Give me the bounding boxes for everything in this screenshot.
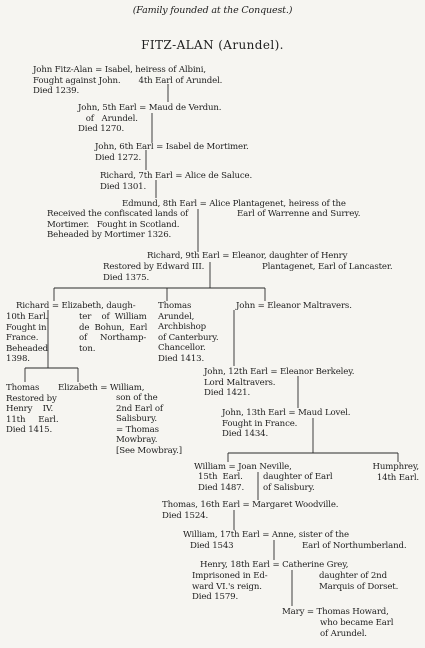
entry-henry-18th-notes: Imprisoned in Ed- ward VI.'s reign. Died… [192,571,268,602]
entry-catherine-grey-notes: daughter of 2nd Marquis of Dorset. [319,571,399,592]
entry-humphrey-14th-earl: Humphrey, 14th Earl. [372,462,419,483]
entry-william-notes: son of the 2nd Earl of Salisbury. = Thom… [116,393,182,456]
entry-elizabeth-william: Elizabeth = William, [58,383,145,393]
entry-john-eleanor-maltravers: John = Eleanor Maltravers. [236,301,352,311]
entry-john-6th-earl: John, 6th Earl = Isabel de Mortimer. Die… [95,142,249,163]
entry-eleanor-notes: Plantagenet, Earl of Lancaster. [262,262,393,272]
entry-richard-9th-notes: Restored by Edward III. Died 1375. [103,262,205,283]
entry-edmund-8th-earl: Edmund, 8th Earl = Alice Plantagenet, he… [122,199,346,209]
entry-william-15th-earl: William = Joan Neville, [194,462,292,472]
entry-richard-7th-earl: Richard, 7th Earl = Alice de Saluce. Die… [100,171,253,192]
page-header: (Family founded at the Conquest.) [132,5,293,16]
entry-anne-notes: Earl of Northumberland. [302,541,407,551]
entry-thomas-arundel: Thomas Arundel, Archbishop of Canterbury… [158,301,219,364]
entry-john-5th-earl: John, 5th Earl = Maud de Verdun. of Arun… [78,103,222,134]
entry-thomas-16th-earl: Thomas, 16th Earl = Margaret Woodville. … [162,500,339,521]
entry-mary: Mary = Thomas Howard, [282,607,389,617]
entry-william-17th-earl: William, 17th Earl = Anne, sister of the [183,530,349,540]
page-title: FITZ-ALAN (Arundel). [141,38,284,52]
entry-john-12th-earl: John, 12th Earl = Eleanor Berkeley. Lord… [204,367,355,398]
entry-richard-10th-earl: Richard = Elizabeth, daugh- [16,301,136,311]
entry-william-15th-notes: 15th Earl. Died 1487. [198,472,245,493]
entry-alice-plantagenet-notes: Earl of Warrenne and Surrey. [237,209,361,219]
entry-william-17th-notes: Died 1543 [190,541,234,551]
entry-joan-neville-notes: daughter of Earl of Salisbury. [263,472,333,493]
entry-thomas-howard-notes: who became Earl of Arundel. [320,618,394,639]
entry-richard-9th-earl: Richard, 9th Earl = Eleanor, daughter of… [147,251,348,261]
entry-john-fitz-alan: John Fitz-Alan = Isabel, heiress of Albi… [33,65,223,96]
entry-richard-10th-notes: 10th Earl. Fought in France. Beheaded 13… [6,312,49,364]
entry-edmund-8th-notes: Received the confiscated lands of Mortim… [47,209,189,240]
entry-thomas-11th-earl: Thomas Restored by Henry IV. 11th Earl. … [6,383,59,435]
entry-henry-18th-earl: Henry, 18th Earl = Catherine Grey, [200,560,349,570]
entry-john-13th-earl: John, 13th Earl = Maud Lovel. Fought in … [222,408,351,439]
entry-elizabeth-bohun-notes: ter of William de Bohun, Earl of Northam… [79,312,148,354]
